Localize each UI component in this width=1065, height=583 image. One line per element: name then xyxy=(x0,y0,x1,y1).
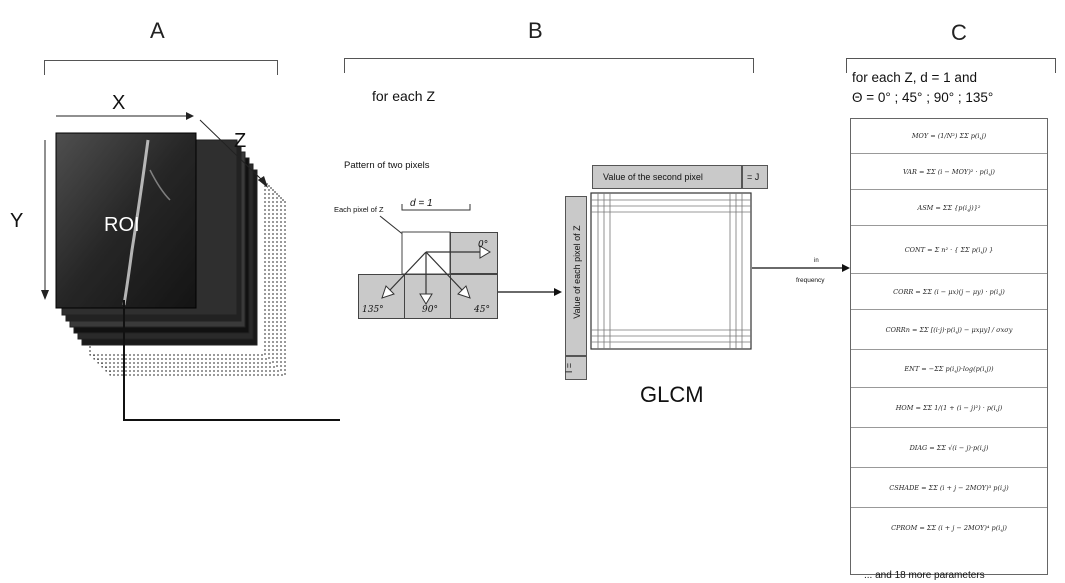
formula-diag: DIAG = ΣΣ √(i − j)·p(i,j) xyxy=(851,427,1047,467)
formula-corrn: CORRn = ΣΣ [(i·j)·p(i,j) − μxμy] / σxσy xyxy=(851,309,1047,349)
x-axis-label: X xyxy=(112,92,125,115)
bracket-b xyxy=(344,58,754,73)
angle-135-label: 135° xyxy=(362,305,384,315)
more-parameters-note: ... and 18 more parameters xyxy=(864,570,985,582)
formula-var: VAR = ΣΣ (i − MOY)² · p(i,j) xyxy=(851,153,1047,189)
formula-list: MOY = (1/N²) ΣΣ p(i,j) VAR = ΣΣ (i − MOY… xyxy=(850,118,1048,575)
z-axis-label: Z xyxy=(234,130,246,153)
arrow-note-frequency: frequency xyxy=(796,277,825,284)
formula-cont: CONT = Σ n² · { ΣΣ p(i,j) } xyxy=(851,225,1047,273)
i-header: I = xyxy=(565,356,587,380)
pattern-title: Pattern of two pixels xyxy=(344,160,430,171)
formula-moy: MOY = (1/N²) ΣΣ p(i,j) xyxy=(851,119,1047,153)
section-label-b: B xyxy=(528,18,543,44)
formula-ent: ENT = −ΣΣ p(i,j)·log(p(i,j)) xyxy=(851,349,1047,387)
formula-hom: HOM = ΣΣ 1/(1 + (i − j)²) · p(i,j) xyxy=(851,387,1047,427)
for-each-z-text: for each Z xyxy=(372,88,435,104)
i-label: I = xyxy=(564,363,574,373)
roi-label: ROI xyxy=(104,214,140,237)
formula-corr: CORR = ΣΣ (i − μx)(j − μy) · p(i,j) xyxy=(851,273,1047,309)
arrow-to-glcm xyxy=(498,286,564,298)
angle-45-label: 45° xyxy=(474,305,490,315)
y-axis-label: Y xyxy=(10,210,23,233)
formula-asm: ASM = ΣΣ {p(i,j)}² xyxy=(851,189,1047,225)
panel-c-header-line2: Θ = 0° ; 45° ; 90° ; 135° xyxy=(852,90,993,105)
angle-0-label: 0° xyxy=(478,240,488,250)
panel-c-header-line1: for each Z, d = 1 and xyxy=(852,70,977,85)
glcm-matrix xyxy=(590,192,752,350)
second-pixel-header: Value of the second pixel xyxy=(592,165,742,189)
image-stack-graphic xyxy=(0,0,340,583)
first-pixel-header: Value of each pixel of Z xyxy=(565,196,587,356)
glcm-title: GLCM xyxy=(640,382,704,408)
first-pixel-label: Value of each pixel of Z xyxy=(572,197,582,347)
arrow-note-in: in xyxy=(814,258,819,264)
formula-cshade: CSHADE = ΣΣ (i + j − 2MOY)³ p(i,j) xyxy=(851,467,1047,507)
section-label-c: C xyxy=(951,20,967,46)
angle-90-label: 90° xyxy=(422,305,438,315)
j-header: = J xyxy=(742,165,768,189)
formula-cprom: CPROM = ΣΣ (i + j − 2MOY)⁴ p(i,j) xyxy=(851,507,1047,547)
second-pixel-label: Value of the second pixel xyxy=(603,172,703,182)
j-label: = J xyxy=(747,172,759,182)
arrow-to-parameters xyxy=(752,262,852,274)
